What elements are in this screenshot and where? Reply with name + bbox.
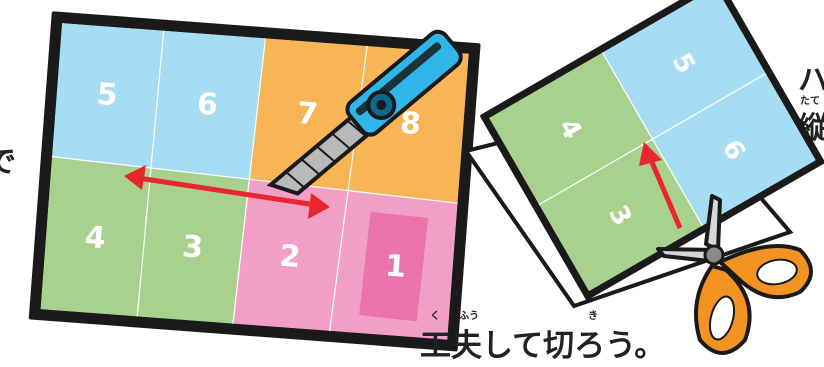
left-panel-number-6: 6 xyxy=(196,86,219,122)
caption: く ふう き 工夫して切ろう。 xyxy=(420,310,665,364)
right-edge-ruby: たて xyxy=(800,95,820,107)
left-panel-number-7: 7 xyxy=(296,96,319,132)
caption-ruby-ki: き xyxy=(588,310,598,322)
left-panel-number-4: 4 xyxy=(83,220,106,256)
scissors-icon xyxy=(656,194,813,355)
utility-knife-icon xyxy=(266,29,463,196)
left-panel-number-3: 3 xyxy=(181,229,204,265)
right-panel-4 xyxy=(489,52,653,205)
left-panel-6 xyxy=(150,30,266,180)
left-panel-3 xyxy=(137,168,250,324)
left-edge-text: で xyxy=(0,145,16,180)
right-panel-3 xyxy=(539,139,703,292)
caption-ruby-ku: く xyxy=(430,310,440,322)
left-panel-number-5: 5 xyxy=(95,77,118,113)
right-panel-6 xyxy=(652,73,816,226)
right-cut-arrow xyxy=(639,142,683,229)
caption-text: 工夫して切ろう。 xyxy=(420,328,665,364)
left-paper-sheet: 5 6 7 8 4 3 2 1 xyxy=(28,11,481,352)
right-panel-5 xyxy=(602,0,766,140)
left-panel-5 xyxy=(51,23,164,169)
left-panel-number-2: 2 xyxy=(278,239,301,275)
left-panel-number-8: 8 xyxy=(399,106,422,142)
right-fold-lines xyxy=(538,52,767,227)
caption-ruby-fuu: ふう xyxy=(459,310,479,322)
left-cut-arrow xyxy=(124,165,330,219)
panel-1-inner-rect xyxy=(359,211,429,322)
left-panel-2 xyxy=(232,179,349,331)
right-edge-text-ha: ハ xyxy=(798,63,824,98)
left-panel-4 xyxy=(40,156,151,317)
left-panel-number-1: 1 xyxy=(384,248,407,284)
